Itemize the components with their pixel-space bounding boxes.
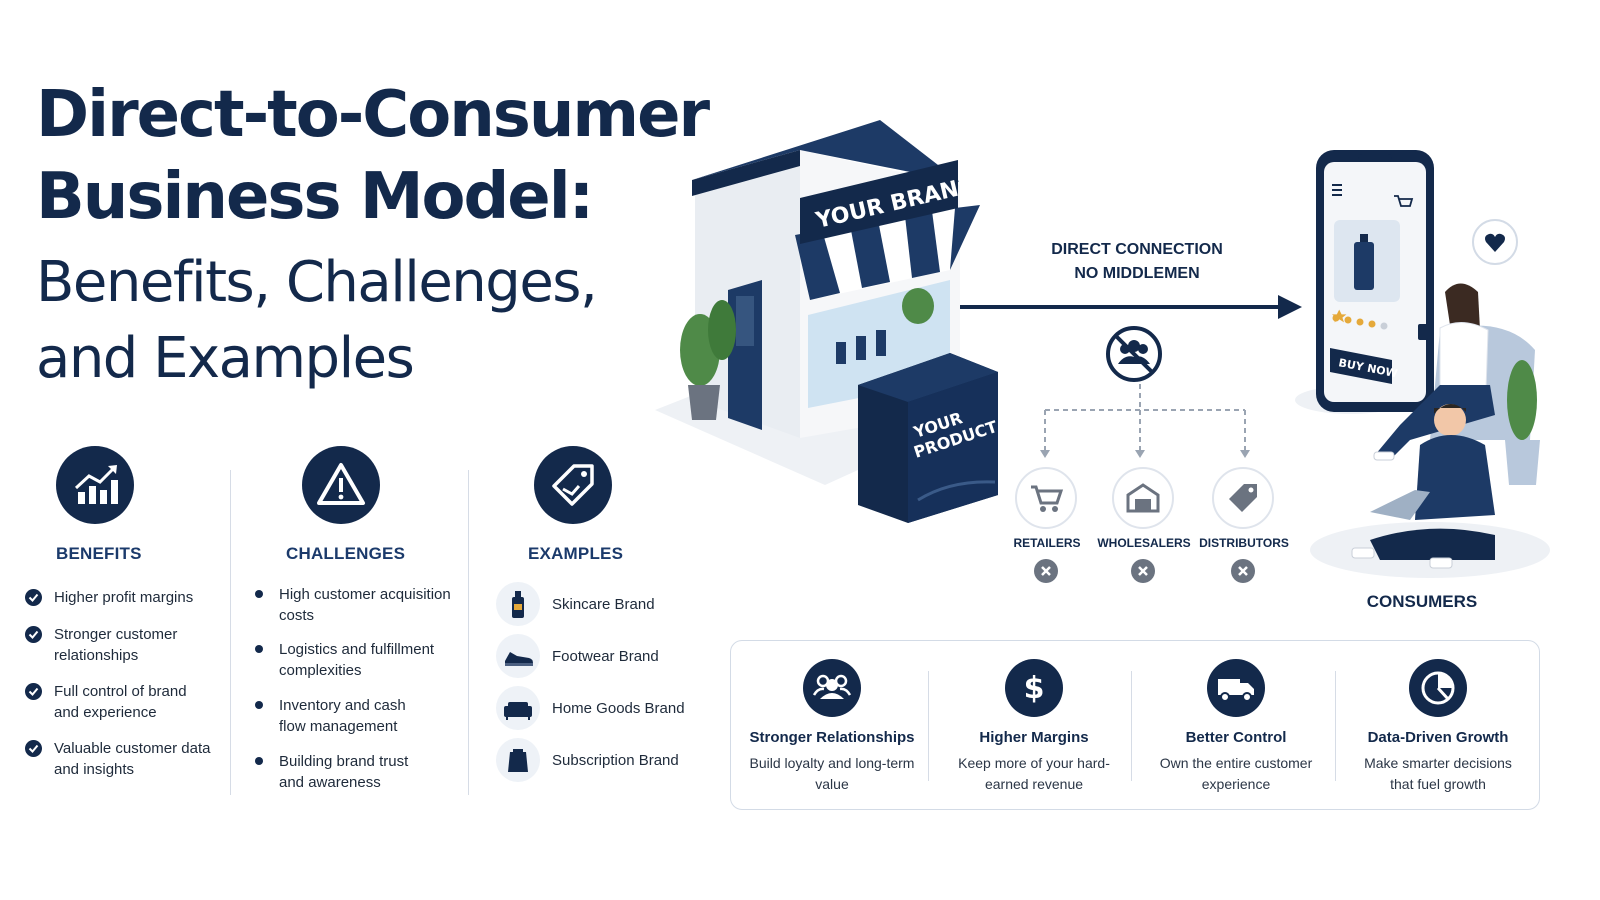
consumers-label: CONSUMERS bbox=[1366, 592, 1478, 611]
bullet-icon bbox=[255, 757, 263, 765]
people-icon bbox=[803, 659, 861, 717]
panel-divider bbox=[1335, 671, 1336, 781]
svg-text:$: $ bbox=[1024, 671, 1045, 706]
benefits-title: BENEFITS bbox=[56, 544, 142, 563]
growth-chart-icon bbox=[56, 446, 134, 524]
list-item: Higher profit margins bbox=[54, 589, 194, 606]
column-divider bbox=[230, 470, 231, 795]
x-icon bbox=[1231, 559, 1255, 583]
bottle-icon bbox=[496, 582, 540, 626]
list-item: Logistics and fulfillment complexities bbox=[279, 641, 435, 679]
shoe-icon bbox=[496, 634, 540, 678]
storefront-illustration: YOUR BRAND YOUR PRODUCT bbox=[655, 120, 1000, 523]
check-icon bbox=[25, 626, 42, 643]
check-icon bbox=[25, 740, 42, 757]
cart-icon bbox=[1015, 467, 1077, 529]
benefit-card: Better Control Own the entire customer e… bbox=[1135, 641, 1337, 811]
benefit-card: $ Higher Margins Keep more of your hard-… bbox=[933, 641, 1135, 811]
benefit-title: Data-Driven Growth bbox=[1367, 729, 1509, 746]
benefit-title: Better Control bbox=[1185, 729, 1287, 746]
panel-divider bbox=[1131, 671, 1132, 781]
x-icon bbox=[1034, 559, 1058, 583]
list-item: Valuable customer data and insights bbox=[54, 740, 211, 778]
list-item: Footwear Brand bbox=[552, 648, 659, 665]
challenges-title: CHALLENGES bbox=[286, 544, 406, 563]
list-item: Inventory and cash flow management bbox=[279, 697, 406, 735]
page-subtitle-line-1: Benefits, Challenges, bbox=[36, 250, 598, 315]
list-item: Skincare Brand bbox=[552, 596, 655, 613]
truck-icon bbox=[1207, 659, 1265, 717]
benefit-card: Stronger Relationships Build loyalty and… bbox=[731, 641, 933, 811]
benefit-title: Higher Margins bbox=[979, 729, 1089, 746]
benefit-title: Stronger Relationships bbox=[749, 729, 915, 746]
list-item: Building brand trust and awareness bbox=[279, 753, 409, 791]
pie-chart-icon bbox=[1409, 659, 1467, 717]
column-divider bbox=[468, 470, 469, 795]
page-title-line-2: Business Model: bbox=[36, 160, 594, 234]
warning-icon bbox=[302, 446, 380, 524]
bullet-icon bbox=[255, 701, 263, 709]
tag-icon bbox=[534, 446, 612, 524]
consumers-illustration: BUY NOW bbox=[1295, 150, 1550, 578]
direct-arrow bbox=[960, 295, 1302, 319]
bullet-icon bbox=[255, 645, 263, 653]
benefit-description: Build loyalty and long-term value bbox=[749, 755, 915, 792]
list-item: Stronger customer relationships bbox=[54, 626, 178, 664]
check-icon bbox=[25, 589, 42, 606]
package-icon bbox=[496, 738, 540, 782]
bullet-icon bbox=[255, 590, 263, 598]
middleman-label: WHOLESALERS bbox=[1097, 536, 1191, 550]
x-icon bbox=[1131, 559, 1155, 583]
benefit-card: Data-Driven Growth Make smarter decision… bbox=[1337, 641, 1539, 811]
sofa-icon bbox=[496, 686, 540, 730]
examples-title: EXAMPLES bbox=[528, 544, 624, 563]
price-tag-icon bbox=[1212, 467, 1274, 529]
benefits-panel: Stronger Relationships Build loyalty and… bbox=[730, 640, 1540, 810]
flow-label-line-1: DIRECT CONNECTION bbox=[1051, 241, 1223, 258]
dashed-connectors bbox=[1040, 384, 1250, 458]
benefit-description: Keep more of your hard-earned revenue bbox=[958, 755, 1110, 792]
middleman-label: RETAILERS bbox=[1013, 536, 1081, 550]
warehouse-icon bbox=[1112, 467, 1174, 529]
list-item: Home Goods Brand bbox=[552, 700, 685, 717]
middleman-label: DISTRIBUTORS bbox=[1199, 536, 1289, 550]
flow-label-line-2: NO MIDDLEMEN bbox=[1074, 265, 1200, 282]
list-item: High customer acquisition costs bbox=[279, 586, 451, 624]
benefit-description: Make smarter decisions that fuel growth bbox=[1364, 755, 1512, 792]
page-title-line-1: Direct-to-Consumer bbox=[36, 78, 710, 152]
check-icon bbox=[25, 683, 42, 700]
list-item: Full control of brand and experience bbox=[54, 683, 187, 721]
benefit-description: Own the entire customer experience bbox=[1159, 755, 1313, 792]
panel-divider bbox=[928, 671, 929, 781]
dollar-icon: $ bbox=[1005, 659, 1063, 717]
no-middlemen-icon bbox=[1106, 326, 1162, 382]
page-subtitle-line-2: and Examples bbox=[36, 326, 415, 391]
list-item: Subscription Brand bbox=[552, 752, 679, 769]
